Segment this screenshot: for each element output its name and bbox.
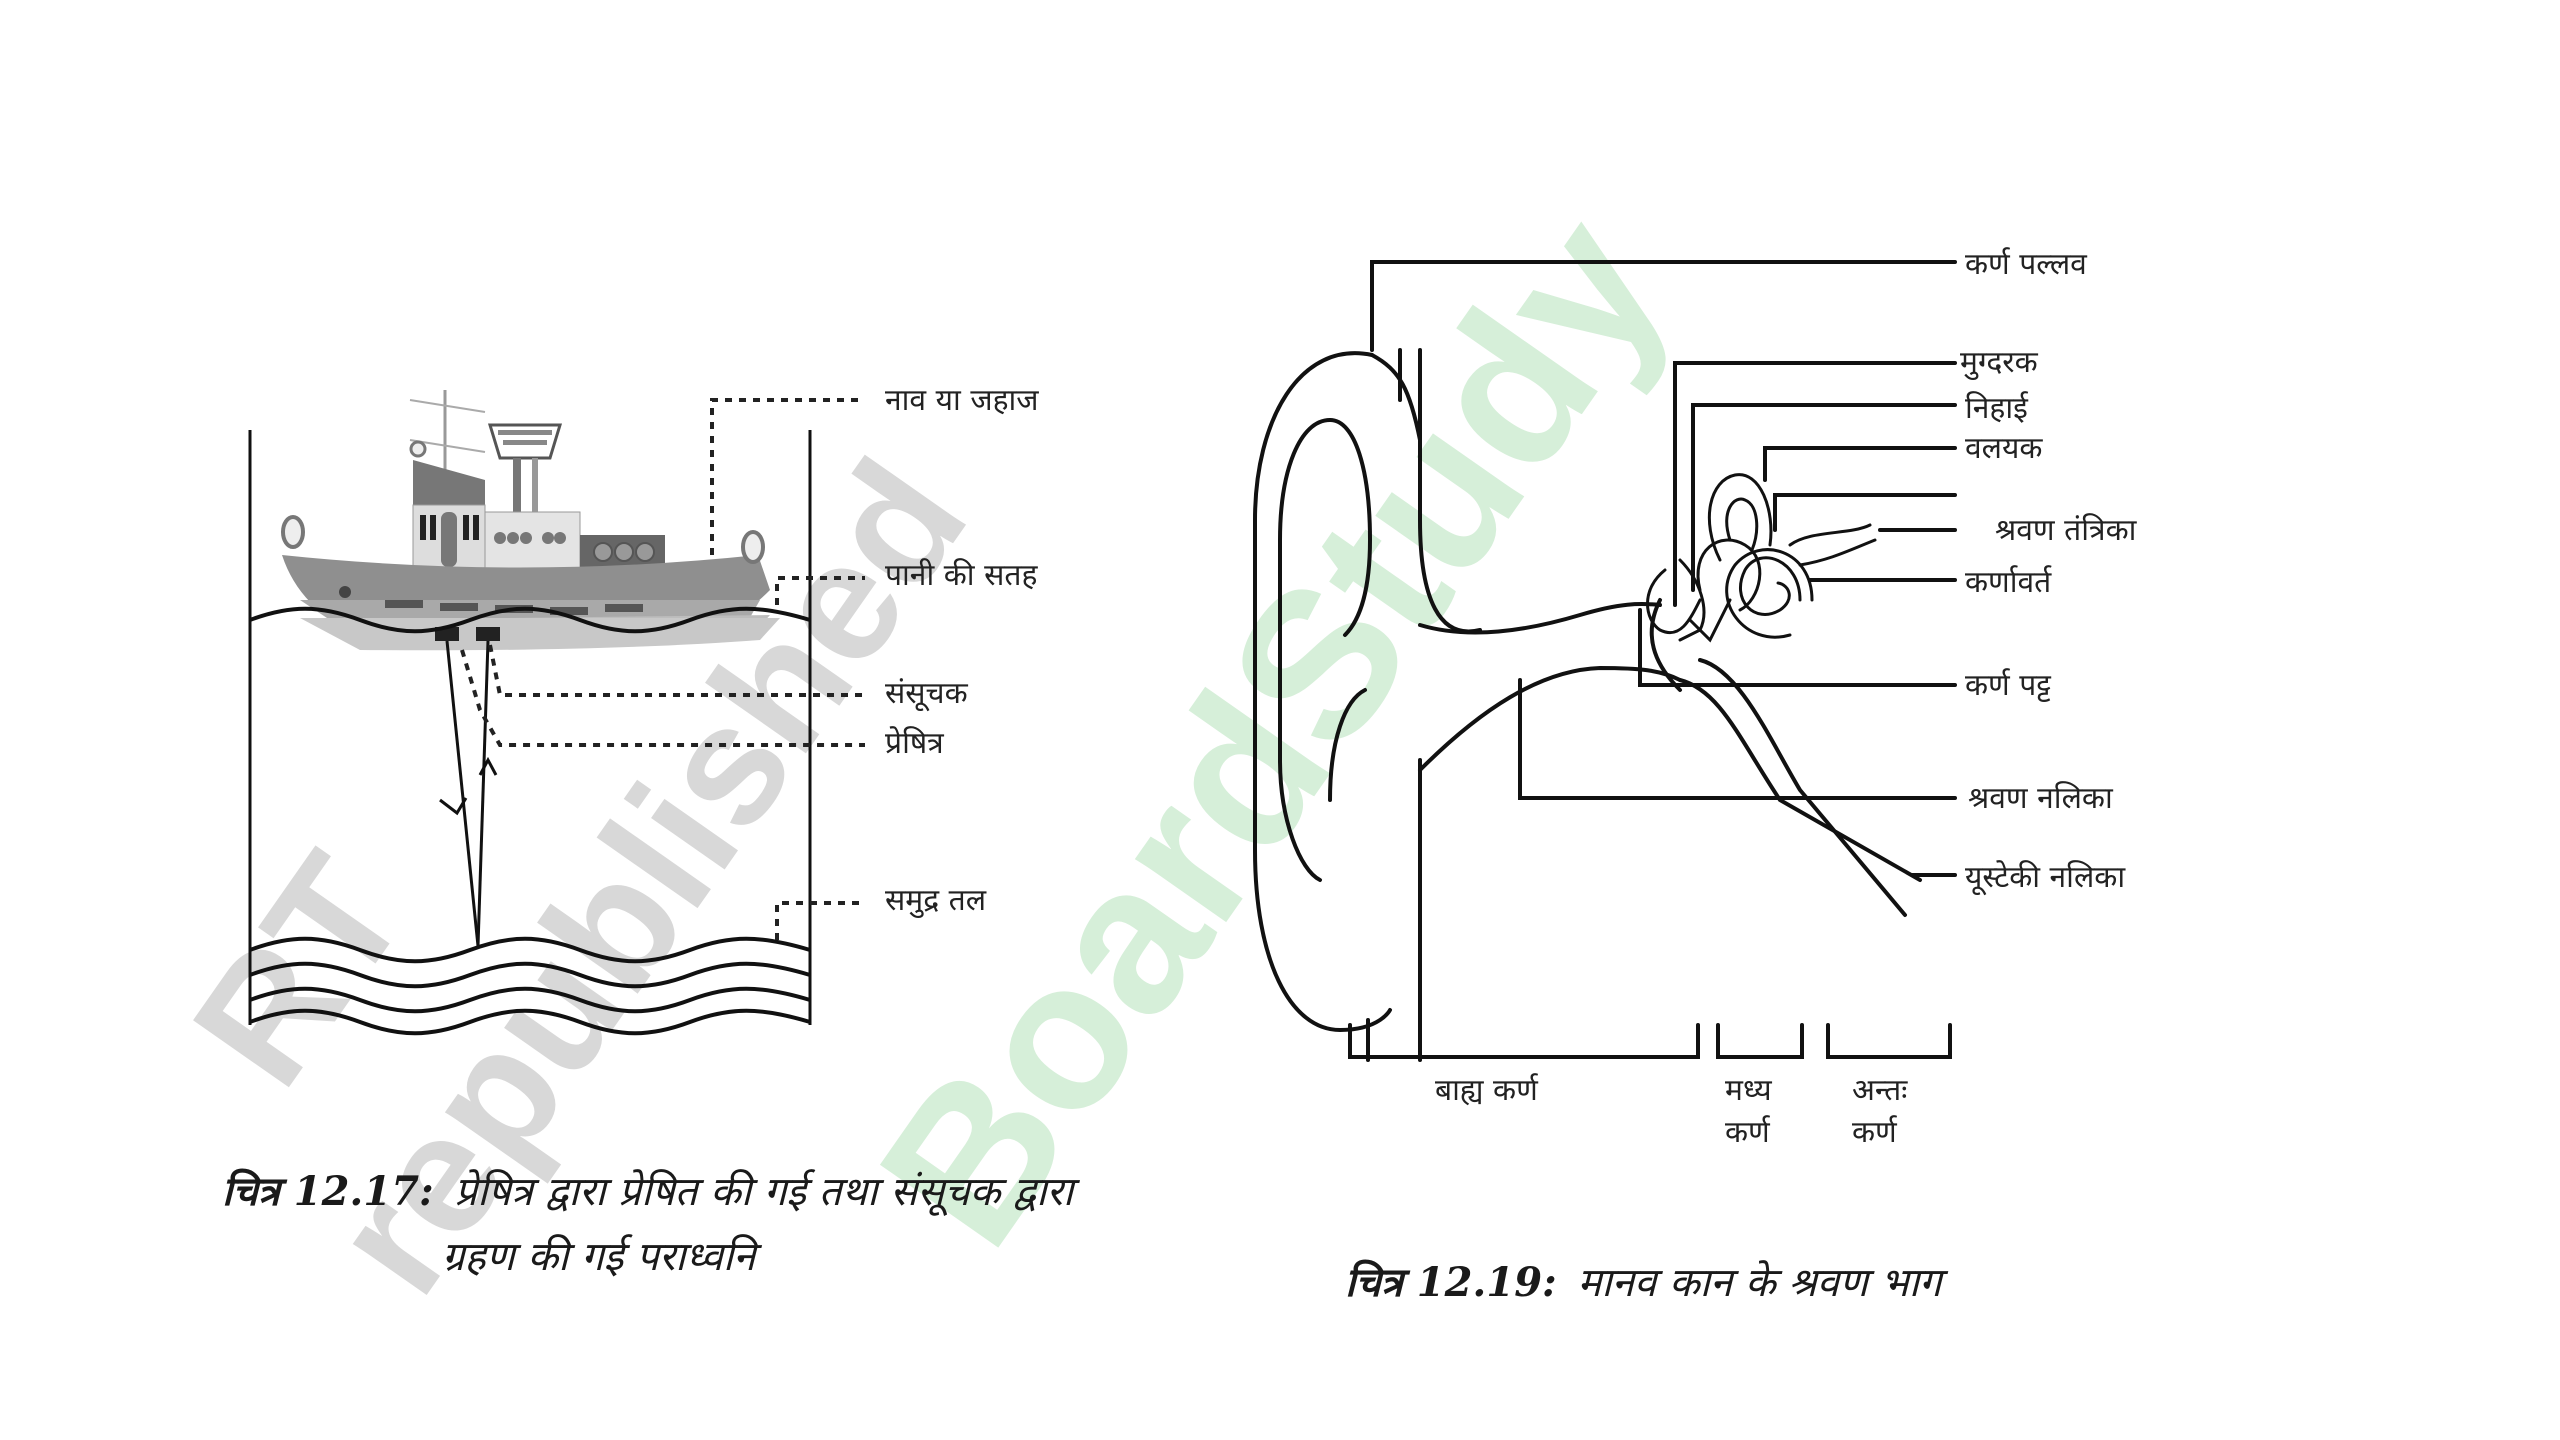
label-ship: नाव या जहाज — [885, 383, 1039, 418]
ear-canal — [1418, 602, 1662, 635]
label-auditory-nerve: श्रवण तंत्रिका — [1995, 513, 2138, 548]
water-surface-line — [249, 606, 811, 634]
label-stirrup: वलयक — [1965, 431, 2043, 466]
label-eardrum: कर्ण पट्ट — [1965, 668, 2051, 703]
ear-section-brackets — [1348, 1023, 1952, 1059]
caption-left-line1: प्रेषित्र द्वारा प्रेषित की गई तथा संसूच… — [455, 1169, 1081, 1216]
label-sea-bed: समुद्र तल — [885, 883, 987, 919]
label-outer-ear: बाह्य कर्ण — [1435, 1073, 1539, 1108]
caption-left-number: चित्र 12.17: — [222, 1168, 434, 1215]
label-middle-ear-2: कर्ण — [1725, 1115, 1771, 1150]
sea-bed-lines — [249, 936, 811, 1036]
label-water-surface: पानी की सतह — [885, 558, 1038, 593]
svg-text:BoardStudy: BoardStudy — [835, 175, 1710, 1285]
label-eustachian-tube: यूस्टेकी नलिका — [1965, 860, 2126, 896]
caption-right-text: मानव कान के श्रवण भाग — [1578, 1260, 1950, 1306]
caption-right-number: चित्र 12.19: — [1345, 1259, 1557, 1306]
label-pinna: कर्ण पल्लव — [1965, 247, 2088, 282]
label-detector: संसूचक — [885, 676, 969, 712]
sonar-figure: नाव या जहाज पानी की सतह संसूचक प्रेषित्र… — [222, 383, 1081, 1280]
label-anvil: निहाई — [1965, 391, 2029, 426]
caption-left: चित्र 12.17: प्रेषित्र द्वारा प्रेषित की… — [222, 1168, 1081, 1216]
watermark-center: BoardStudy — [835, 175, 1710, 1285]
auditory-nerve — [1788, 523, 1877, 567]
label-cochlea: कर्णावर्त — [1965, 565, 2052, 600]
semicircular-canals — [1696, 473, 1773, 612]
leader-lines-left — [460, 398, 865, 940]
label-transmitter: प्रेषित्र — [885, 726, 944, 761]
ossicles — [1646, 558, 1732, 643]
cochlea-icon — [1725, 548, 1814, 639]
label-ear-canal: श्रवण नलिका — [1968, 781, 2114, 816]
ear-figure — [1253, 260, 1957, 1062]
label-inner-ear-1: अन्तः — [1852, 1073, 1908, 1108]
ear-labels: कर्ण पल्लव मुग्दरक निहाई वलयक श्रवण तंत्… — [1435, 247, 2138, 1150]
ultrasound-rays — [439, 640, 498, 947]
eustachian-tube — [1678, 678, 1922, 882]
leader-lines-right — [1370, 260, 1957, 877]
label-inner-ear-2: कर्ण — [1852, 1115, 1898, 1150]
label-hammer: मुग्दरक — [1960, 345, 2039, 381]
caption-right: चित्र 12.19: मानव कान के श्रवण भाग — [1345, 1259, 1949, 1306]
pinna-outline — [1253, 351, 1392, 1033]
ship-icon — [281, 390, 780, 651]
label-middle-ear-1: मध्य — [1725, 1073, 1772, 1108]
caption-left-line2: ग्रहण की गई पराध्वनि — [442, 1234, 762, 1280]
